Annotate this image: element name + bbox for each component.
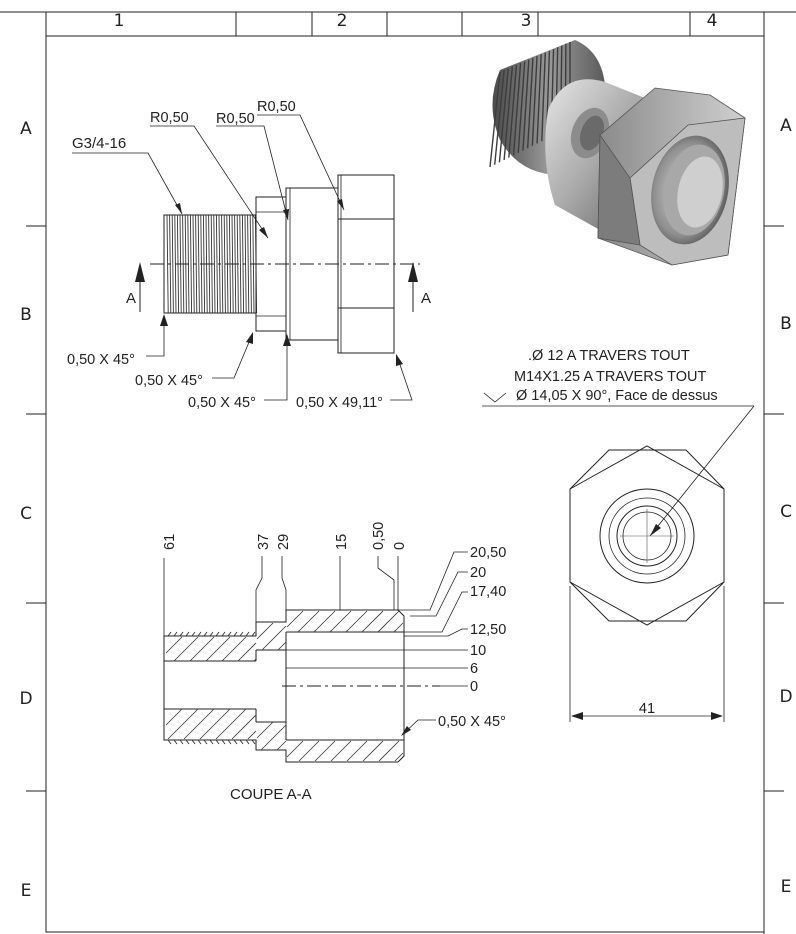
countersink-symbol-icon [483,392,507,403]
zone-row-e-left: E [21,881,32,901]
y-ordinate-20-50: 20,50 [470,545,506,561]
hole-callout-line-3: Ø 14,05 X 90°, Face de dessus [516,388,718,404]
y-ordinate-12-50: 12,50 [470,622,506,638]
zone-row-c-left: C [20,504,32,524]
zone-row-e-right: E [781,877,792,897]
zone-col-4: 4 [707,11,718,31]
section-marker-label-left: A [126,290,136,307]
fillet-callout-1: R0,50 [150,110,189,126]
section-view: 61 37 29 15 0,50 0 20,50 20 17,40 12,50 … [162,522,506,803]
section-title: COUPE A-A [230,786,312,803]
zone-col-3: 3 [521,11,532,31]
chamfer-callout-3: 0,50 X 45° [188,395,256,411]
zone-col-1: 1 [114,11,125,31]
y-ordinate-17-40: 17,40 [470,584,506,600]
zone-row-a-right: A [780,116,792,136]
x-ordinate-61: 61 [162,534,178,550]
zone-col-2: 2 [337,11,348,31]
chamfer-callout-1: 0,50 X 45° [67,352,135,368]
x-ordinate-37: 37 [256,534,272,550]
width-dimension: 41 [639,701,655,717]
y-ordinate-0: 0 [470,679,478,695]
fillet-callout-2: R0,50 [216,111,255,127]
x-ordinate-15: 15 [334,534,350,550]
sheet-border [0,11,796,934]
chamfer-callout-4: 0,50 X 49,11° [296,395,383,411]
section-marker-label-right: A [421,290,431,307]
section-thread-ticks [167,631,256,745]
front-view: A A G3/4-16 R0,50 R0,50 R0,50 0,50 X 45°… [67,99,431,411]
section-chamfer-callout: 0,50 X 45° [438,714,506,730]
x-ordinate-0-50: 0,50 [371,522,387,550]
hole-callout: .Ø 12 A TRAVERS TOUT M14X1.25 A TRAVERS … [482,348,755,537]
section-arrow-right: A [408,262,431,312]
y-ordinate-6: 6 [470,661,478,677]
zone-row-b-right: B [780,314,792,334]
top-view: 41 [569,445,725,722]
isometric-render [489,40,746,266]
hatch-pattern [165,610,404,762]
zone-row-d-right: D [779,687,792,707]
zone-row-b-left: B [20,305,32,325]
hole-callout-line-1: .Ø 12 A TRAVERS TOUT [528,348,690,364]
section-arrow-left: A [126,262,145,312]
zone-row-c-right: C [780,502,792,522]
thread-callout: G3/4-16 [72,135,126,152]
y-ordinate-20: 20 [470,565,486,581]
zone-row-d-left: D [19,689,32,709]
y-ordinate-10: 10 [470,643,486,659]
hole-callout-line-2: M14X1.25 A TRAVERS TOUT [514,369,706,385]
x-ordinate-29: 29 [276,534,292,550]
zone-row-a-left: A [20,119,32,139]
x-ordinate-0: 0 [392,542,408,550]
fillet-callout-3: R0,50 [257,99,296,115]
zone-labels: 1 2 3 4 A B C D E A B C D E [19,11,792,901]
chamfer-callout-2: 0,50 X 45° [135,373,203,389]
